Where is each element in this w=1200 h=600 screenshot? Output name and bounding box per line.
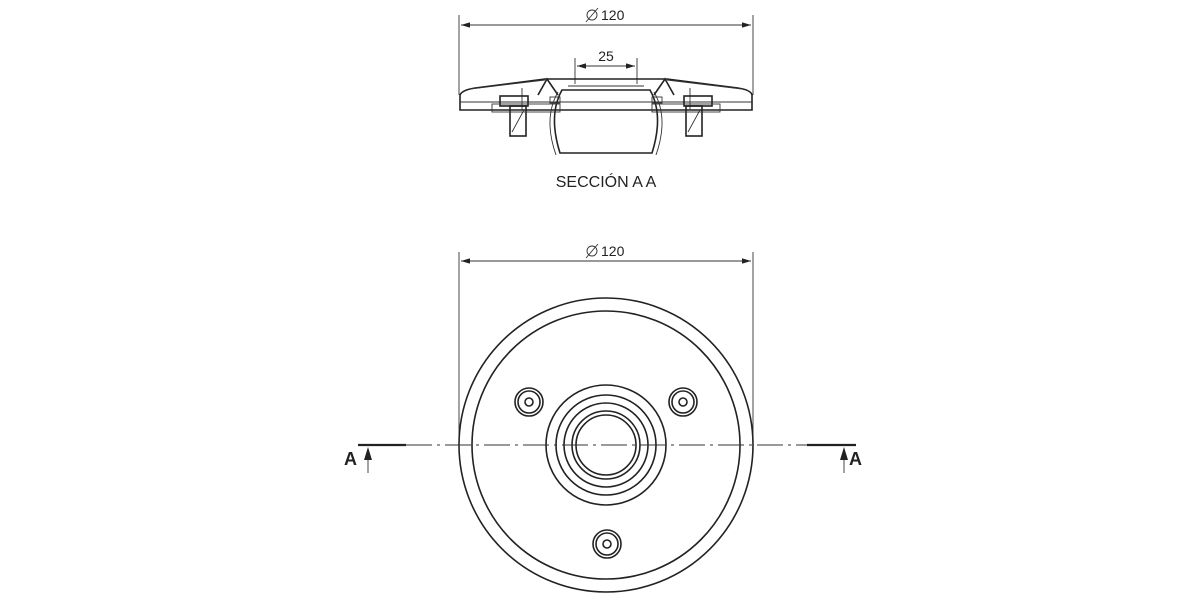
section-view: 120 25 xyxy=(458,7,754,191)
section-diameter-dimension: 120 xyxy=(458,7,754,95)
mounting-boss-bottom xyxy=(592,529,622,559)
plan-view: 120 xyxy=(344,243,862,593)
diameter-symbol-icon xyxy=(585,243,599,259)
section-body xyxy=(459,77,753,156)
plan-diameter-label: 120 xyxy=(601,243,625,259)
section-diameter-label: 120 xyxy=(601,7,625,23)
section-caption: SECCIÓN A A xyxy=(556,172,657,191)
section-arrow-left-icon xyxy=(364,447,372,473)
mounting-boss-right xyxy=(668,387,698,417)
section-marker-right: A xyxy=(849,449,862,469)
section-marker-left: A xyxy=(344,449,357,469)
inner-width-label: 25 xyxy=(598,48,614,64)
mounting-boss-left xyxy=(514,387,544,417)
plan-diameter-dimension: 120 xyxy=(458,243,754,445)
section-arrow-right-icon xyxy=(840,447,848,473)
diameter-symbol-icon xyxy=(585,7,599,23)
